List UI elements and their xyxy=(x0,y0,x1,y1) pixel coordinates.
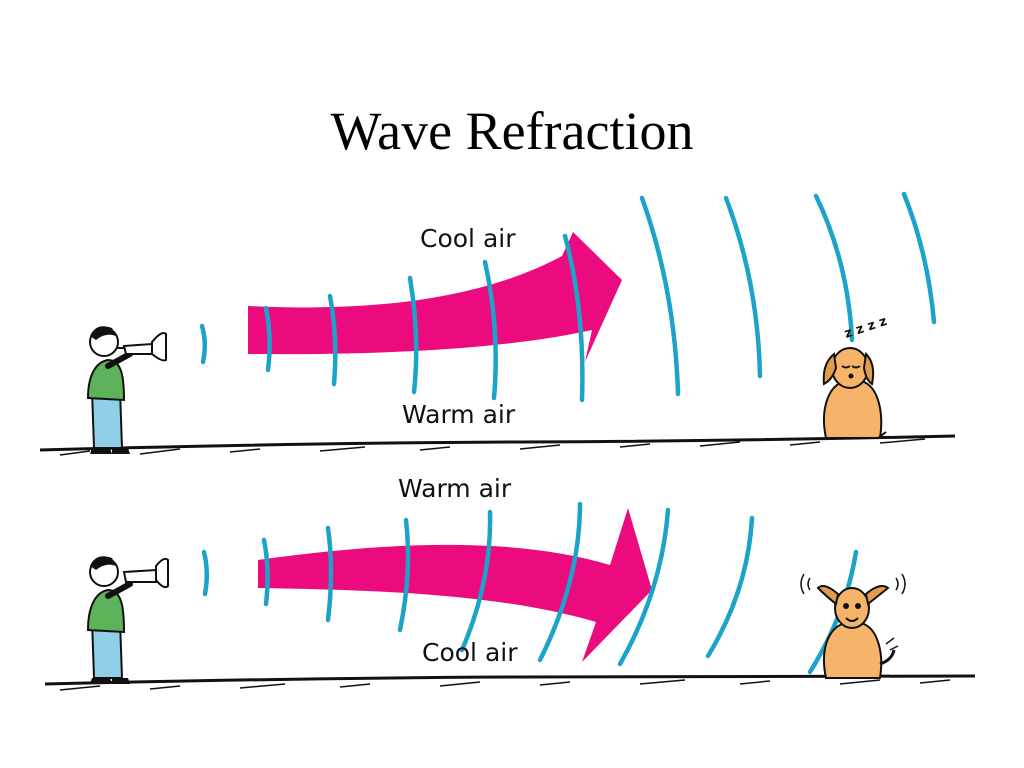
top-upper-label: Cool air xyxy=(420,224,516,253)
top-wavefronts xyxy=(199,191,937,403)
bottom-refraction-arrow xyxy=(258,508,652,662)
page-title: Wave Refraction xyxy=(330,101,694,161)
top-refraction-arrow xyxy=(248,232,622,362)
sleeping-dog-icon xyxy=(822,347,887,439)
top-panel: Cool air Warm air z z z z xyxy=(39,191,956,456)
bottom-lower-label: Cool air xyxy=(422,638,518,667)
top-lower-label: Warm air xyxy=(402,400,516,429)
trumpet-player-icon xyxy=(86,556,169,684)
bottom-panel: Warm air Cool air xyxy=(44,474,976,691)
top-ground-hatching xyxy=(59,438,926,456)
trumpet-player-icon xyxy=(86,326,167,454)
bottom-upper-label: Warm air xyxy=(398,474,512,503)
alert-dog-icon xyxy=(800,573,906,679)
bottom-wavefronts xyxy=(201,501,859,675)
bottom-ground-hatching xyxy=(59,679,951,691)
top-ground-line xyxy=(39,434,956,452)
